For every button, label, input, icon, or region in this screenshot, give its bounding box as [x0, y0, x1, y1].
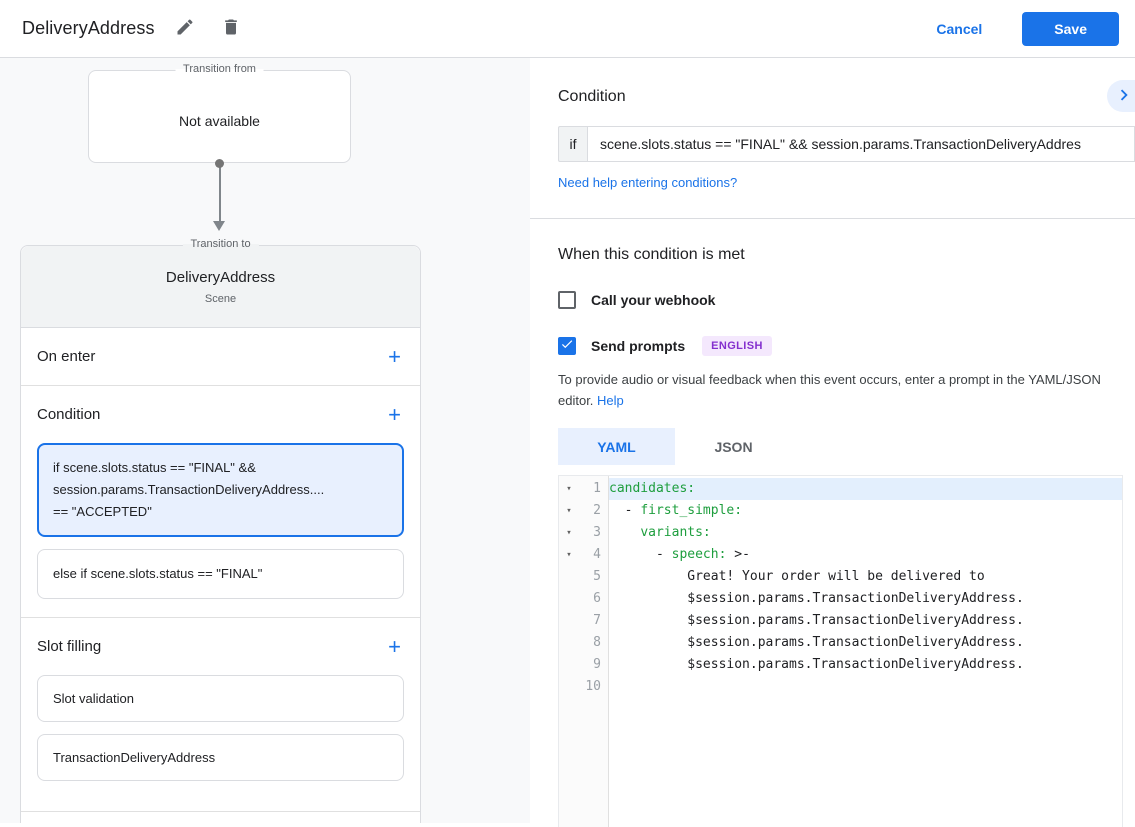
- add-condition-button[interactable]: +: [388, 401, 401, 427]
- on-enter-label: On enter: [37, 348, 96, 365]
- scene-name: DeliveryAddress: [165, 269, 276, 286]
- condition-panel-title: Condition: [558, 88, 626, 105]
- pencil-icon: [175, 17, 195, 40]
- trash-icon: [221, 17, 241, 40]
- collapse-panel-button[interactable]: [1107, 80, 1135, 112]
- code-line[interactable]: - first_simple:: [609, 503, 743, 518]
- condition-card-selected[interactable]: if scene.slots.status == "FINAL" && sess…: [37, 443, 404, 537]
- line-number: 10: [585, 679, 601, 694]
- transition-to-card: Transition to DeliveryAddress Scene On e…: [20, 238, 421, 827]
- line-number: 2: [593, 503, 601, 518]
- line-number: 8: [593, 635, 601, 650]
- connector-dot: [215, 159, 224, 168]
- scene-flow-panel: Transition from Not available Transition…: [0, 58, 530, 827]
- gutter-row: 7: [559, 610, 608, 632]
- save-button[interactable]: Save: [1022, 11, 1119, 46]
- when-met-title: When this condition is met: [558, 246, 745, 263]
- line-number: 3: [593, 525, 601, 540]
- checkmark-icon: [560, 337, 574, 356]
- fold-arrow-icon[interactable]: ▾: [566, 528, 572, 538]
- gutter-row: ▾2: [559, 500, 608, 522]
- send-prompts-checkbox[interactable]: [558, 337, 576, 355]
- if-prefix-label: if: [558, 126, 587, 162]
- language-badge: ENGLISH: [702, 336, 772, 356]
- call-webhook-checkbox[interactable]: [558, 291, 576, 309]
- line-number: 6: [593, 591, 601, 606]
- call-webhook-label: Call your webhook: [591, 292, 716, 308]
- code-line[interactable]: candidates:: [609, 478, 1122, 500]
- transition-from-legend: Transition from: [175, 63, 264, 75]
- condition-section: Condition + if scene.slots.status == "FI…: [21, 386, 420, 618]
- connector-arrowhead-icon: [213, 221, 225, 231]
- condition-help-link[interactable]: Need help entering conditions?: [558, 175, 738, 190]
- help-link[interactable]: Help: [597, 393, 624, 408]
- code-line[interactable]: $session.params.TransactionDeliveryAddre…: [609, 657, 1024, 672]
- gutter-row: 9: [559, 654, 608, 676]
- connector-line: [218, 164, 221, 222]
- fold-arrow-icon[interactable]: ▾: [566, 506, 572, 516]
- line-number: 4: [593, 547, 601, 562]
- add-slot-button[interactable]: +: [388, 633, 401, 659]
- tab-json[interactable]: JSON: [714, 438, 753, 455]
- scene-type-label: Scene: [204, 293, 237, 305]
- line-number: 9: [593, 657, 601, 672]
- when-condition-met-section: When this condition is met Call your web…: [530, 219, 1135, 827]
- code-line[interactable]: $session.params.TransactionDeliveryAddre…: [609, 635, 1024, 650]
- editor-tabs: YAML JSON: [558, 428, 1135, 465]
- cancel-button[interactable]: Cancel: [920, 13, 998, 45]
- delete-scene-button[interactable]: [215, 11, 247, 46]
- gutter-row: 10: [559, 676, 608, 698]
- slot-validation-card[interactable]: Slot validation: [37, 675, 404, 722]
- condition-editor-section: Condition if scene.slots.status == "FINA…: [530, 58, 1135, 219]
- edit-title-button[interactable]: [169, 11, 201, 46]
- chevron-right-icon: [1113, 84, 1135, 109]
- transition-from-value: Not available: [179, 113, 260, 129]
- fold-arrow-icon[interactable]: ▾: [566, 550, 572, 560]
- tab-yaml[interactable]: YAML: [558, 428, 675, 465]
- add-on-enter-button[interactable]: +: [388, 343, 401, 369]
- gutter-row: ▾1: [559, 478, 608, 500]
- condition-expression-input[interactable]: scene.slots.status == "FINAL" && session…: [587, 126, 1135, 162]
- gutter-row: 5: [559, 566, 608, 588]
- transition-to-legend: Transition to: [182, 238, 259, 250]
- condition-label: Condition: [37, 406, 101, 423]
- top-bar: DeliveryAddress Cancel Save: [0, 0, 1135, 58]
- code-line[interactable]: $session.params.TransactionDeliveryAddre…: [609, 613, 1024, 628]
- code-line[interactable]: - speech: >-: [609, 547, 750, 562]
- page-title: DeliveryAddress: [22, 18, 155, 38]
- send-prompts-row: Send prompts ENGLISH: [558, 336, 1135, 356]
- send-prompts-label: Send prompts: [591, 338, 686, 354]
- line-number: 7: [593, 613, 601, 628]
- line-number: 5: [593, 569, 601, 584]
- gutter-row: 6: [559, 588, 608, 610]
- code-line[interactable]: variants:: [640, 525, 711, 540]
- slot-filling-label: Slot filling: [37, 638, 102, 655]
- condition-detail-panel: Condition if scene.slots.status == "FINA…: [530, 58, 1135, 827]
- scene-card-header: DeliveryAddress Scene: [21, 246, 420, 328]
- fold-arrow-icon[interactable]: ▾: [566, 484, 572, 494]
- gutter-row: ▾3: [559, 522, 608, 544]
- panel-bottom-edge: [0, 823, 530, 827]
- line-number: 1: [593, 481, 601, 496]
- on-enter-section: On enter +: [21, 328, 420, 386]
- prompt-helper-text: To provide audio or visual feedback when…: [558, 372, 1101, 408]
- webhook-row: Call your webhook: [558, 291, 1135, 309]
- editor-code-area[interactable]: candidates: - first_simple: variants: - …: [609, 476, 1122, 827]
- gutter-row: 8: [559, 632, 608, 654]
- transition-from-box: Transition from Not available: [88, 63, 351, 163]
- code-line[interactable]: [609, 676, 1122, 698]
- slot-filling-section: Slot filling + Slot validation Transacti…: [21, 618, 420, 812]
- gutter-row: ▾4: [559, 544, 608, 566]
- code-line[interactable]: $session.params.TransactionDeliveryAddre…: [609, 591, 1024, 606]
- code-line[interactable]: Great! Your order will be delivered to: [609, 569, 985, 584]
- slot-card[interactable]: TransactionDeliveryAddress: [37, 734, 404, 781]
- condition-card[interactable]: else if scene.slots.status == "FINAL": [37, 549, 404, 599]
